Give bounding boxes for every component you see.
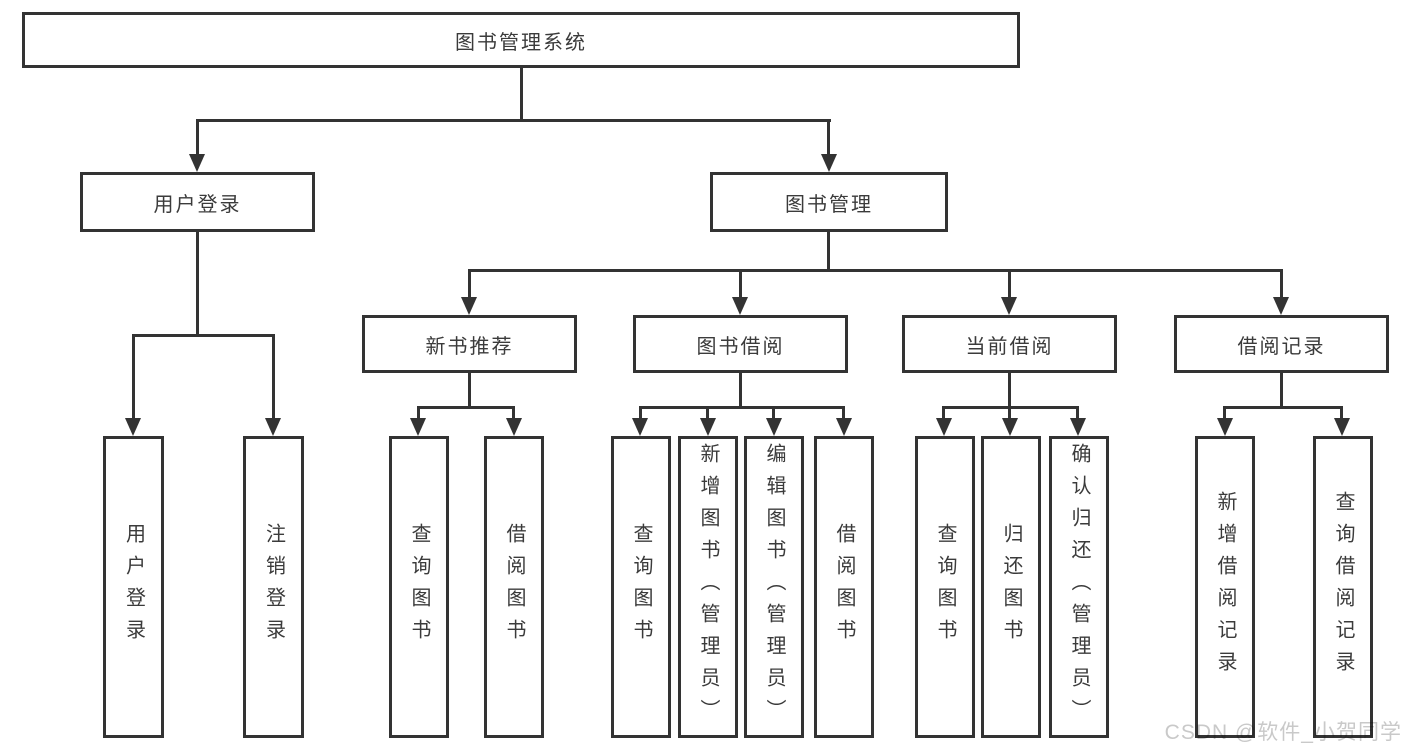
- arrow-down-icon: [410, 418, 426, 436]
- connector-line: [639, 406, 642, 420]
- connector-line: [706, 406, 709, 420]
- arrow-down-icon: [1002, 418, 1018, 436]
- arrow-down-icon: [461, 297, 477, 315]
- node-new-book-recommend: 新书推荐: [362, 315, 577, 373]
- leaf-add-borrow-record: 新增借阅记录: [1195, 436, 1255, 738]
- connector-line: [827, 232, 830, 272]
- node-current-borrow: 当前借阅: [902, 315, 1117, 373]
- leaf-query-books-borrow: 查询图书: [611, 436, 671, 738]
- connector-line: [196, 119, 199, 156]
- node-book-borrow: 图书借阅: [633, 315, 848, 373]
- arrow-down-icon: [766, 418, 782, 436]
- connector-line: [132, 334, 275, 337]
- connector-line: [1280, 373, 1283, 409]
- node-user-login: 用户登录: [80, 172, 315, 232]
- node-book-management: 图书管理: [710, 172, 948, 232]
- connector-line: [512, 406, 515, 420]
- leaf-query-borrow-record: 查询借阅记录: [1313, 436, 1373, 738]
- leaf-return-books: 归还图书: [981, 436, 1041, 738]
- arrow-down-icon: [632, 418, 648, 436]
- arrow-down-icon: [506, 418, 522, 436]
- connector-line: [417, 406, 515, 409]
- leaf-query-books-current: 查询图书: [915, 436, 975, 738]
- arrow-down-icon: [732, 297, 748, 315]
- arrow-down-icon: [1334, 418, 1350, 436]
- connector-line: [739, 269, 742, 299]
- connector-line: [520, 68, 523, 122]
- connector-line: [1223, 406, 1226, 420]
- leaf-logout: 注销登录: [243, 436, 304, 738]
- arrow-down-icon: [189, 154, 205, 172]
- connector-line: [468, 373, 471, 409]
- connector-line: [772, 406, 775, 420]
- connector-line: [132, 334, 135, 420]
- arrow-down-icon: [700, 418, 716, 436]
- arrow-down-icon: [936, 418, 952, 436]
- leaf-user-login: 用户登录: [103, 436, 164, 738]
- connector-line: [842, 406, 845, 420]
- connector-line: [196, 232, 199, 337]
- connector-line: [1076, 406, 1079, 420]
- arrow-down-icon: [1273, 297, 1289, 315]
- connector-line: [827, 119, 830, 156]
- arrow-down-icon: [1001, 297, 1017, 315]
- watermark: CSDN @软件_小贺同学: [1164, 721, 1402, 744]
- connector-line: [1340, 406, 1343, 420]
- arrow-down-icon: [1217, 418, 1233, 436]
- leaf-borrow-books-recommend: 借阅图书: [484, 436, 544, 738]
- leaf-borrow-books-borrow: 借阅图书: [814, 436, 874, 738]
- arrow-down-icon: [265, 418, 281, 436]
- leaf-edit-book-admin: 编辑图书（管理员）: [744, 436, 804, 738]
- connector-line: [196, 119, 831, 122]
- leaf-confirm-return-admin: 确认归还（管理员）: [1049, 436, 1109, 738]
- connector-line: [639, 406, 845, 409]
- connector-line: [1280, 269, 1283, 299]
- connector-line: [1008, 373, 1011, 409]
- connector-line: [739, 373, 742, 409]
- node-borrow-records: 借阅记录: [1174, 315, 1389, 373]
- connector-line: [417, 406, 420, 420]
- connector-line: [1008, 406, 1011, 420]
- connector-line: [1008, 269, 1011, 299]
- connector-line: [468, 269, 1283, 272]
- arrow-down-icon: [836, 418, 852, 436]
- connector-line: [272, 334, 275, 420]
- arrow-down-icon: [821, 154, 837, 172]
- connector-line: [468, 269, 471, 299]
- connector-line: [942, 406, 945, 420]
- connector-line: [1223, 406, 1343, 409]
- arrow-down-icon: [1070, 418, 1086, 436]
- node-root: 图书管理系统: [22, 12, 1020, 68]
- leaf-query-books-recommend: 查询图书: [389, 436, 449, 738]
- arrow-down-icon: [125, 418, 141, 436]
- leaf-add-book-admin: 新增图书（管理员）: [678, 436, 738, 738]
